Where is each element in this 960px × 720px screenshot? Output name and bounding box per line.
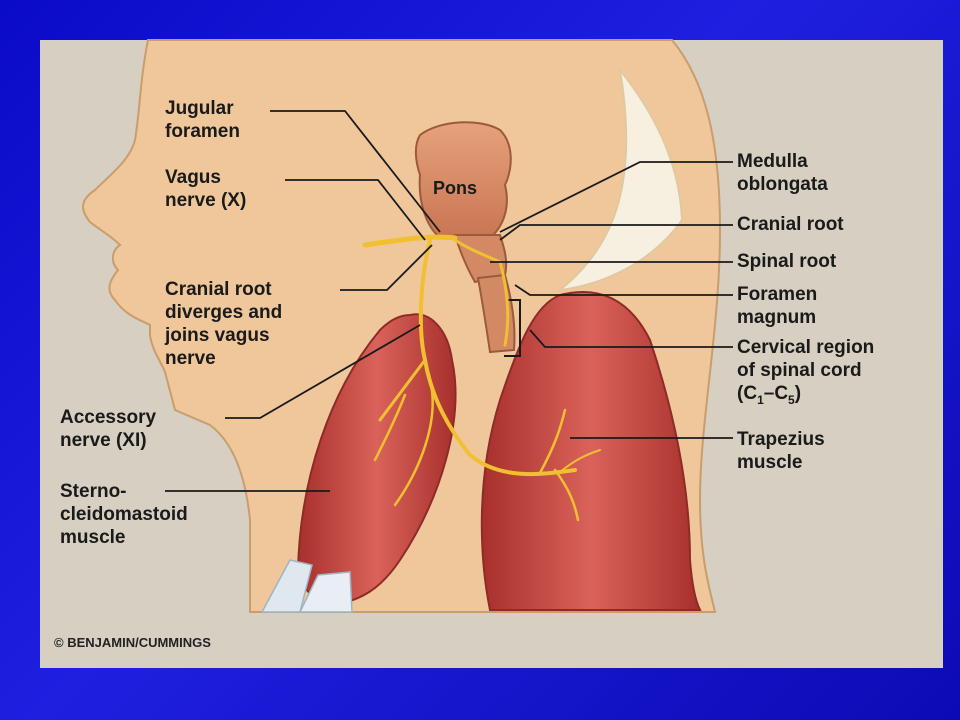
copyright-notice: © BENJAMIN/CUMMINGS — [54, 635, 211, 650]
leader-lines — [165, 110, 733, 492]
label-vagus-nerve: Vagus nerve (X) — [165, 166, 246, 212]
label-cranial-root-diverges: Cranial root diverges and joins vagus ne… — [165, 278, 282, 370]
label-vagus-nerve-line2: nerve (X) — [165, 190, 247, 211]
label-cervical-region-line1: Cervical region — [737, 337, 875, 358]
cervical-range-dash: –C — [763, 383, 789, 404]
label-cranial-root-diverges-line2: diverges and — [165, 302, 283, 323]
label-vagus-nerve-line1: Vagus — [165, 167, 221, 188]
label-sternocleidomastoid-line3: muscle — [60, 527, 126, 548]
skull-highlight — [556, 66, 684, 292]
cervical-bracket — [504, 299, 521, 357]
label-trapezius-line2: muscle — [737, 452, 803, 473]
label-foramen-magnum: Foramen magnum — [737, 283, 817, 329]
label-jugular-foramen-line2: foramen — [165, 121, 240, 142]
label-accessory-nerve-line2: nerve (XI) — [60, 430, 147, 451]
nerves — [362, 234, 601, 522]
label-cervical-region-line2: of spinal cord — [737, 360, 862, 381]
label-medulla-oblongata: Medulla oblongata — [737, 150, 828, 196]
label-cranial-root-diverges-line3: joins vagus — [165, 325, 270, 346]
label-pons: Pons — [433, 178, 478, 198]
label-cranial-root-diverges-line4: nerve — [165, 348, 216, 369]
label-accessory-nerve: Accessory nerve (XI) — [60, 406, 156, 452]
label-cervical-region: Cervical region of spinal cord (C1–C5) — [737, 336, 874, 412]
pons-shape — [414, 121, 512, 239]
label-cervical-range: (C1–C5) — [737, 382, 874, 412]
tendon-right — [298, 571, 353, 613]
label-accessory-nerve-line1: Accessory — [60, 407, 157, 428]
label-sternocleidomastoid: Sterno- cleidomastoid muscle — [60, 480, 188, 549]
label-foramen-magnum-line1: Foramen — [737, 284, 818, 305]
cervical-range-open: (C — [737, 383, 758, 404]
label-medulla-oblongata-line1: Medulla — [737, 151, 808, 172]
label-cranial-root-diverges-line1: Cranial root — [165, 279, 272, 300]
cervical-range-sub2: 5 — [788, 392, 795, 407]
label-jugular-foramen-line1: Jugular — [165, 98, 234, 119]
label-cranial-root: Cranial root — [737, 214, 844, 235]
label-sternocleidomastoid-line2: cleidomastoid — [60, 504, 188, 525]
trapezius-muscle-shape — [480, 291, 702, 611]
label-spinal-root: Spinal root — [737, 251, 837, 272]
cervical-range-sub1: 1 — [757, 392, 764, 407]
label-trapezius-line1: Trapezius — [737, 429, 825, 450]
label-foramen-magnum-line2: magnum — [737, 307, 817, 328]
label-sternocleidomastoid-line1: Sterno- — [60, 481, 127, 502]
label-medulla-oblongata-line2: oblongata — [737, 174, 828, 195]
cervical-range-close: ) — [794, 383, 802, 404]
label-jugular-foramen: Jugular foramen — [165, 97, 240, 143]
label-trapezius: Trapezius muscle — [737, 428, 825, 474]
